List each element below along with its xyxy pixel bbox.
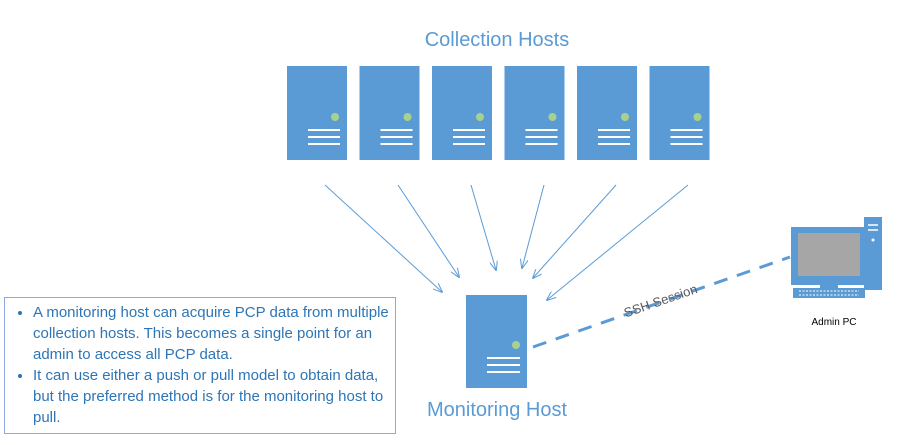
collection-arrow	[397, 184, 459, 277]
collection-arrow	[533, 184, 617, 278]
ssh-connection-line	[532, 255, 791, 349]
collection-hosts-title: Collection Hosts	[425, 29, 570, 51]
collection-arrow	[470, 184, 496, 270]
collection-host-server-icon	[287, 66, 347, 160]
note-item: It can use either a push or pull model t…	[33, 365, 389, 428]
note-item: A monitoring host can acquire PCP data f…	[33, 302, 389, 365]
collection-host-server-icon	[577, 66, 637, 160]
collection-arrow	[522, 184, 545, 268]
notes-box: A monitoring host can acquire PCP data f…	[4, 297, 396, 434]
admin-pc-label: Admin PC	[811, 317, 856, 328]
collection-host-server-icon	[359, 66, 420, 160]
ssh-session-label: SSH Session	[622, 281, 699, 320]
collection-arrow	[324, 184, 442, 292]
collection-host-server-icon	[504, 66, 565, 160]
collection-arrow	[547, 184, 689, 300]
notes-list: A monitoring host can acquire PCP data f…	[15, 302, 389, 428]
monitoring-host-server-icon	[466, 295, 527, 388]
collection-host-server-icon	[649, 66, 710, 160]
arrows-group	[324, 184, 689, 300]
collection-hosts-group	[287, 66, 710, 160]
admin-pc-icon	[791, 217, 882, 298]
monitoring-host-label: Monitoring Host	[427, 399, 568, 421]
collection-host-server-icon	[432, 66, 492, 160]
